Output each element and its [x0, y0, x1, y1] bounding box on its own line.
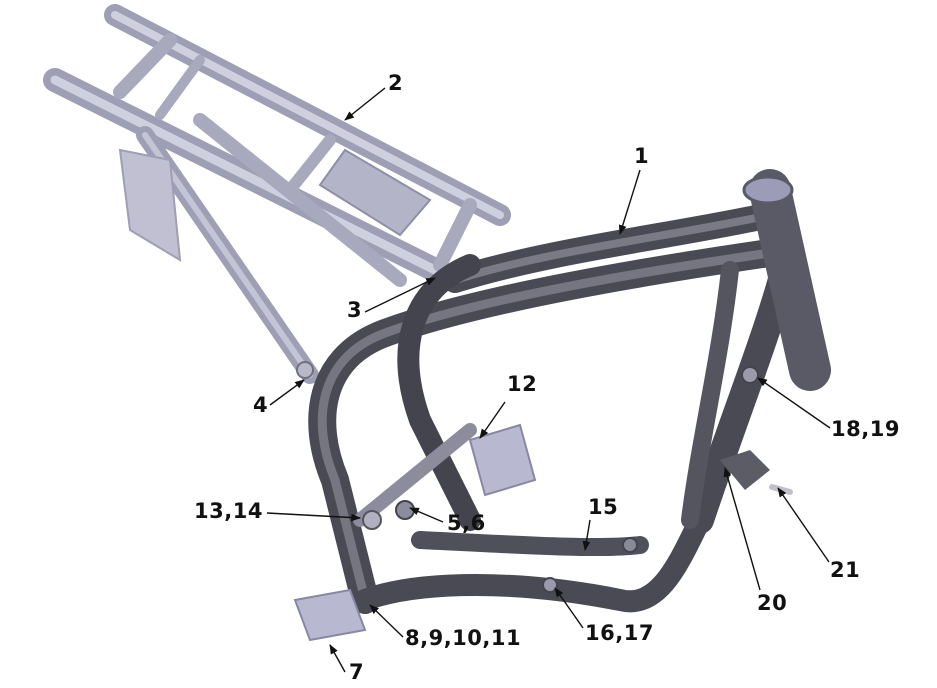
callout-1: 1	[634, 144, 650, 168]
callout-15: 15	[588, 495, 619, 519]
callout-2: 2	[388, 71, 404, 95]
callout-4: 4	[253, 393, 269, 417]
callout-3: 3	[347, 298, 363, 322]
callout-5-6: 5,6	[447, 511, 486, 535]
footpeg-left	[293, 588, 367, 642]
callout-20: 20	[757, 591, 788, 615]
callout-21: 21	[830, 558, 861, 582]
callout-18-19: 18,19	[831, 417, 900, 441]
main-frame	[296, 169, 831, 614]
callout-13-14: 13,14	[194, 499, 263, 523]
callout-8-9-10-11: 8,9,10,11	[405, 626, 522, 650]
callout-7: 7	[349, 660, 365, 684]
footpeg-right	[468, 423, 537, 497]
callout-16-17: 16,17	[585, 621, 654, 645]
callout-12: 12	[507, 372, 538, 396]
leader-lines	[266, 87, 831, 673]
rear-subframe	[43, 4, 511, 384]
